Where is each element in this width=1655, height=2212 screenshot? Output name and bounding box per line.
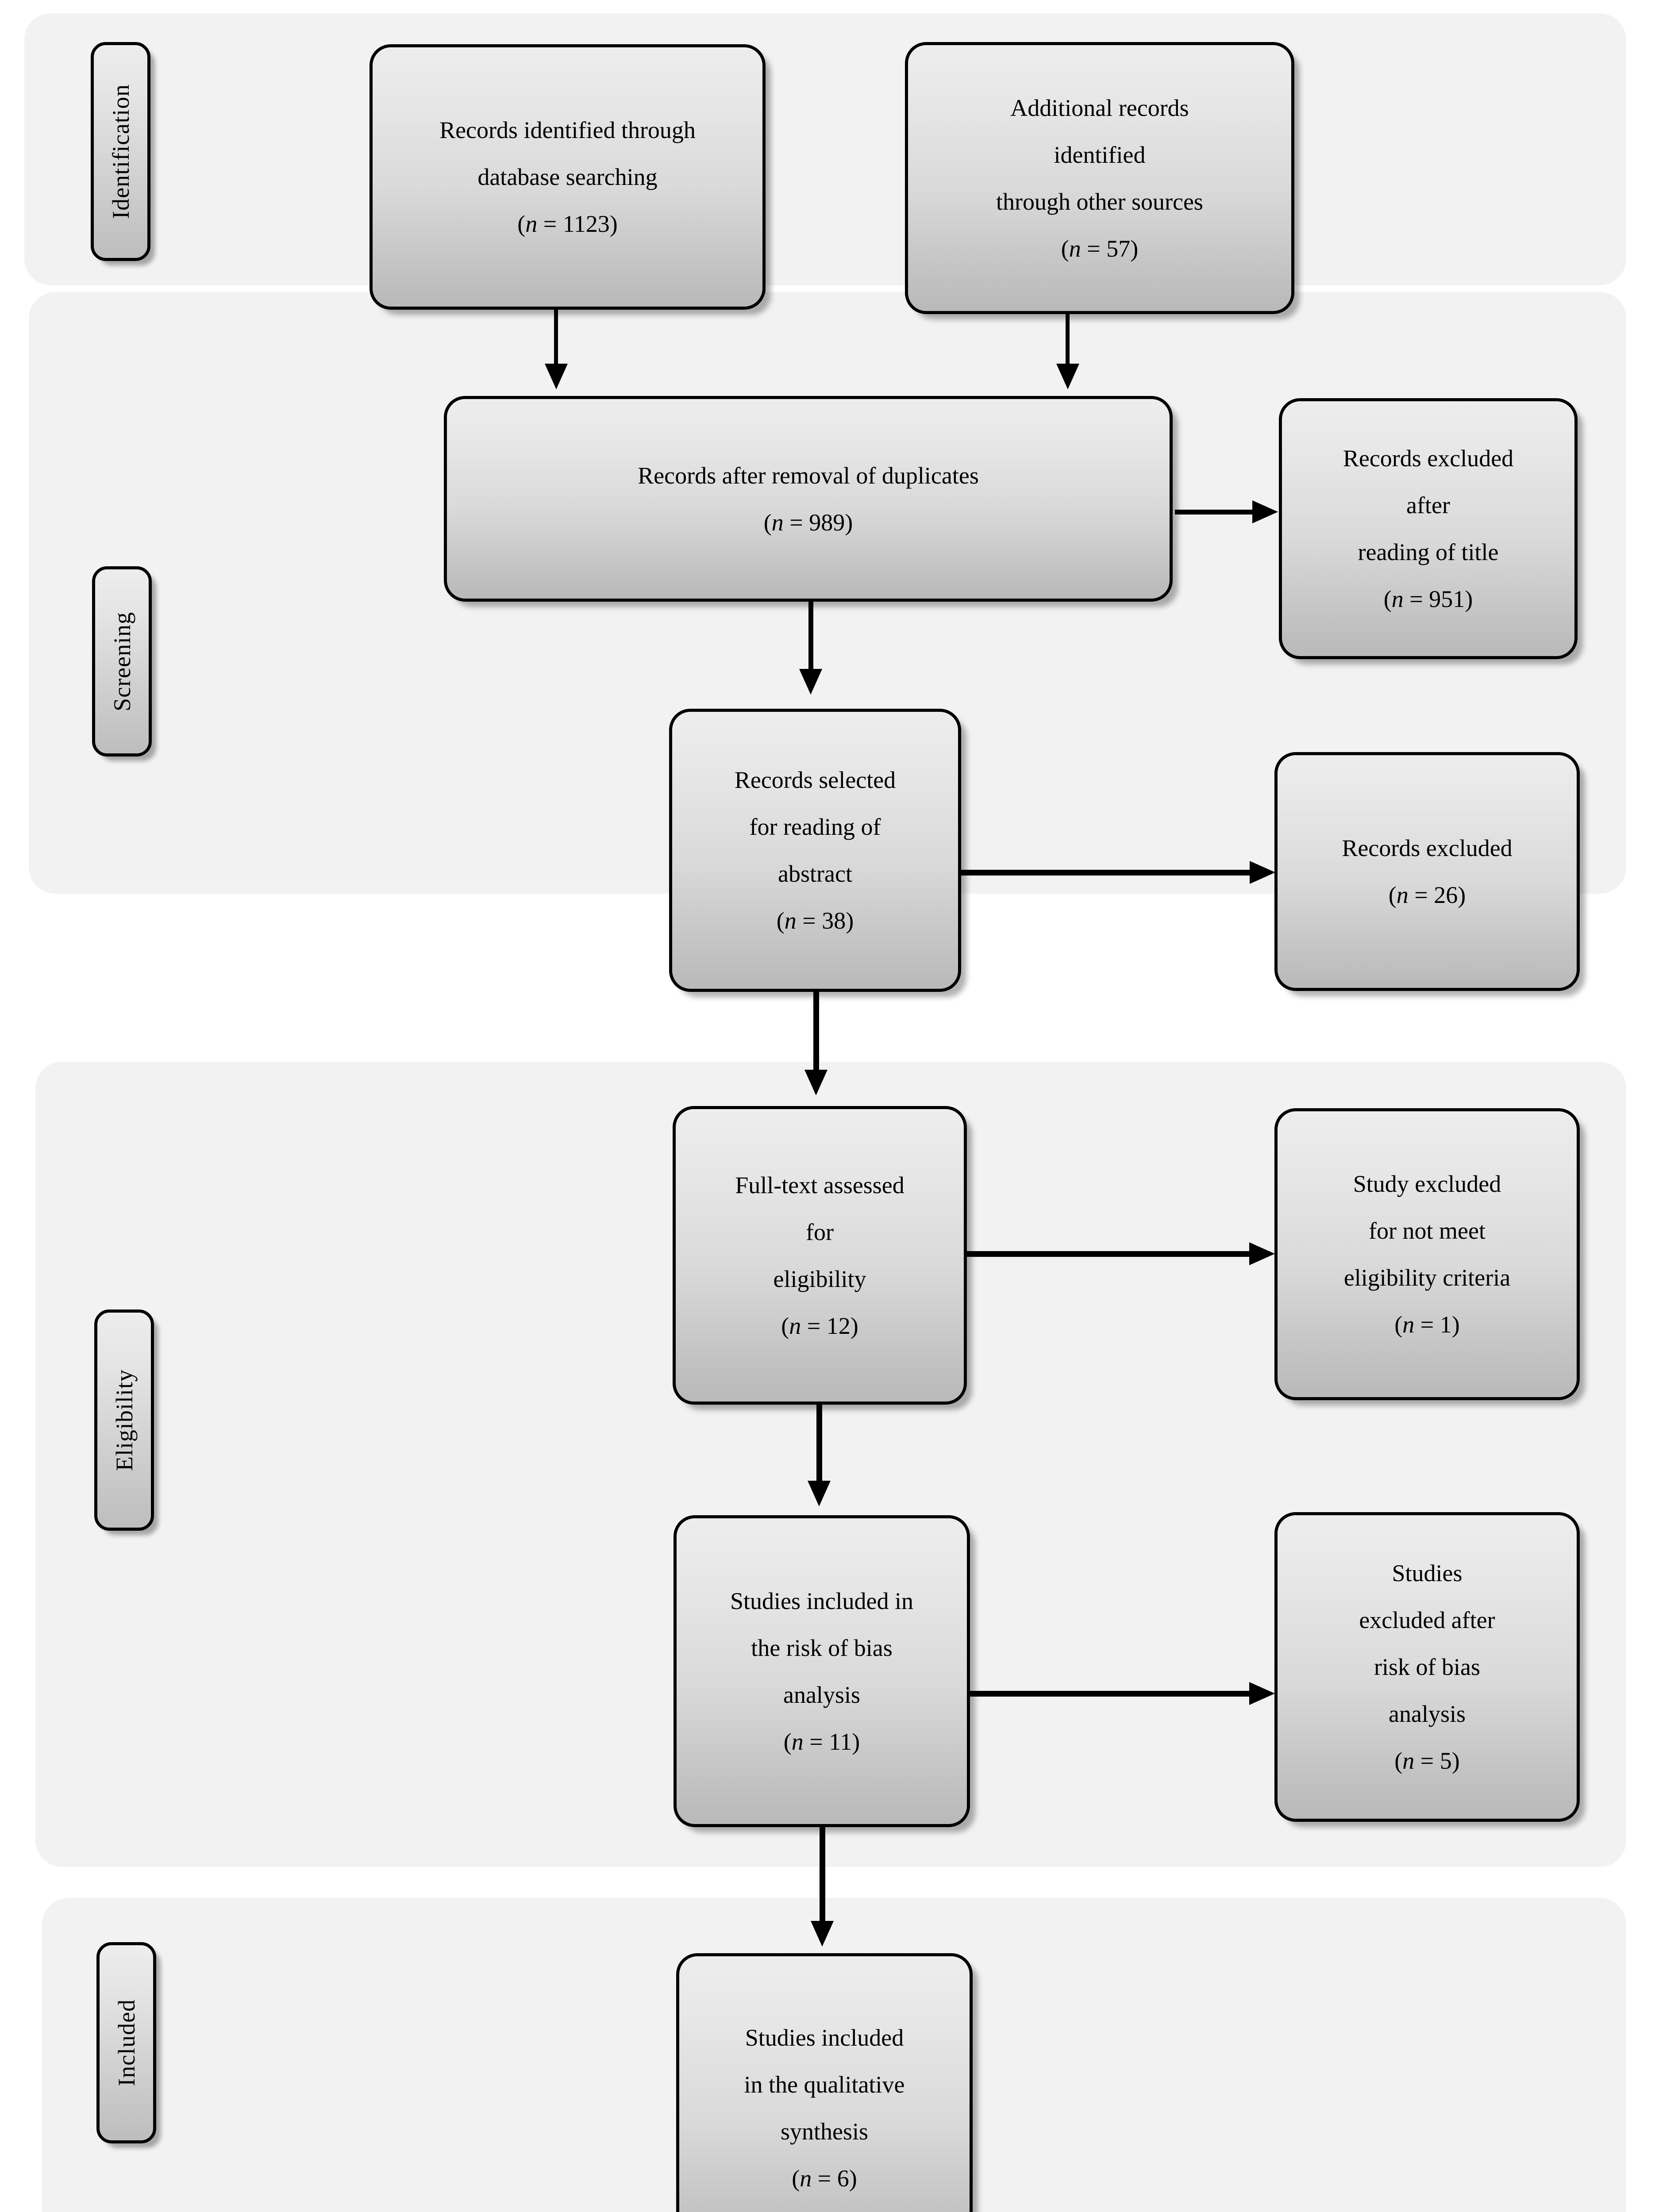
node-count: (n = 11) [783, 1728, 860, 1755]
node-line: Records excluded [1343, 445, 1514, 472]
arrowhead-bias-to-synthesis [811, 1921, 834, 1947]
arrowhead-db-to-duplicates [545, 364, 568, 389]
stage-label-eligibility: Eligibility [94, 1310, 154, 1531]
node-line: Records identified through [439, 117, 696, 143]
node-count: (n = 951) [1383, 586, 1473, 612]
node-line: for not meet [1369, 1217, 1486, 1244]
node-fulltext-assessed-eligibility[interactable]: Full-text assessed for eligibility (n = … [673, 1106, 967, 1405]
connector-abstract-to-excluded [961, 870, 1253, 876]
node-count: (n = 1) [1394, 1311, 1460, 1338]
node-line: Records excluded [1342, 835, 1513, 861]
node-line: the risk of bias [751, 1634, 893, 1661]
node-line: Additional records [1010, 94, 1189, 121]
node-line: analysis [1389, 1701, 1466, 1727]
node-line: Study excluded [1353, 1171, 1501, 1197]
node-additional-records-other-sources[interactable]: Additional records identified through ot… [905, 42, 1294, 314]
node-count: (n = 12) [781, 1312, 858, 1339]
node-line: for [806, 1218, 834, 1245]
band-identification [24, 13, 1626, 285]
node-count: (n = 38) [776, 907, 854, 934]
node-line: excluded after [1359, 1607, 1495, 1633]
node-line: synthesis [780, 2118, 869, 2145]
node-count: (n = 26) [1388, 882, 1466, 908]
node-line: Studies included [745, 2024, 904, 2051]
node-study-excluded-criteria[interactable]: Study excluded for not meet eligibility … [1274, 1108, 1580, 1400]
node-records-selected-abstract[interactable]: Records selected for reading of abstract… [669, 709, 961, 992]
node-line: in the qualitative [744, 2071, 905, 2098]
connector-abstract-to-fulltext [813, 992, 819, 1071]
node-records-identified-database[interactable]: Records identified through database sear… [369, 44, 766, 310]
connector-duplicates-to-abstract [808, 602, 813, 670]
node-line: Studies [1392, 1560, 1463, 1586]
stage-label-screening-text: Screening [108, 611, 135, 711]
node-line: for reading of [749, 814, 881, 840]
stage-label-screening: Screening [92, 566, 152, 757]
arrowhead-duplicates-to-excluded-title [1252, 500, 1278, 523]
node-line: abstract [778, 860, 852, 887]
node-line: eligibility criteria [1343, 1264, 1511, 1291]
stage-label-included: Included [96, 1942, 156, 2143]
node-count: (n = 1123) [517, 211, 618, 237]
connector-bias-to-synthesis [820, 1827, 825, 1922]
node-line: Studies included in [730, 1587, 913, 1614]
node-line: Full-text assessed [735, 1171, 904, 1198]
connector-fulltext-to-riskofbias [816, 1405, 822, 1482]
arrowhead-fulltext-to-excluded-criteria [1249, 1242, 1275, 1265]
connector-db-to-duplicates [554, 310, 558, 365]
arrowhead-fulltext-to-riskofbias [808, 1481, 831, 1506]
stage-label-identification-text: Identification [107, 84, 134, 219]
arrowhead-bias-to-excluded-bias [1249, 1682, 1275, 1705]
node-line: eligibility [773, 1265, 866, 1292]
arrowhead-abstract-to-excluded [1250, 861, 1275, 884]
connector-bias-to-excluded-bias [970, 1691, 1252, 1697]
stage-label-identification: Identification [91, 42, 150, 261]
arrowhead-other-to-duplicates [1056, 364, 1079, 389]
node-line: analysis [783, 1681, 860, 1708]
node-line: reading of title [1358, 539, 1499, 565]
node-line: risk of bias [1374, 1654, 1480, 1680]
arrowhead-duplicates-to-abstract [799, 669, 822, 695]
node-count: (n = 5) [1394, 1747, 1460, 1774]
stage-label-eligibility-text: Eligibility [111, 1369, 138, 1471]
node-studies-included-qualitative-synthesis[interactable]: Studies included in the qualitative synt… [676, 1953, 973, 2212]
node-records-excluded-abstract[interactable]: Records excluded (n = 26) [1274, 752, 1580, 991]
node-line: after [1406, 492, 1450, 518]
node-studies-included-risk-of-bias[interactable]: Studies included in the risk of bias ana… [674, 1515, 970, 1827]
connector-duplicates-to-excluded-title [1175, 510, 1255, 515]
connector-fulltext-to-excluded-criteria [967, 1251, 1252, 1257]
node-line: database searching [477, 164, 658, 190]
node-count: (n = 57) [1061, 235, 1139, 262]
node-line: through other sources [996, 188, 1203, 215]
node-records-excluded-after-title[interactable]: Records excluded after reading of title … [1279, 398, 1578, 659]
node-line: Records after removal of duplicates [638, 462, 979, 489]
node-line: Records selected [734, 767, 896, 793]
arrowhead-abstract-to-fulltext [804, 1070, 828, 1095]
node-studies-excluded-after-bias[interactable]: Studies excluded after risk of bias anal… [1274, 1512, 1580, 1822]
stage-label-included-text: Included [113, 1999, 140, 2086]
node-count: (n = 6) [792, 2165, 857, 2192]
node-count: (n = 989) [763, 509, 853, 536]
node-line: identified [1054, 141, 1146, 168]
node-records-after-duplicates[interactable]: Records after removal of duplicates (n =… [444, 396, 1173, 602]
connector-other-to-duplicates [1066, 314, 1070, 366]
